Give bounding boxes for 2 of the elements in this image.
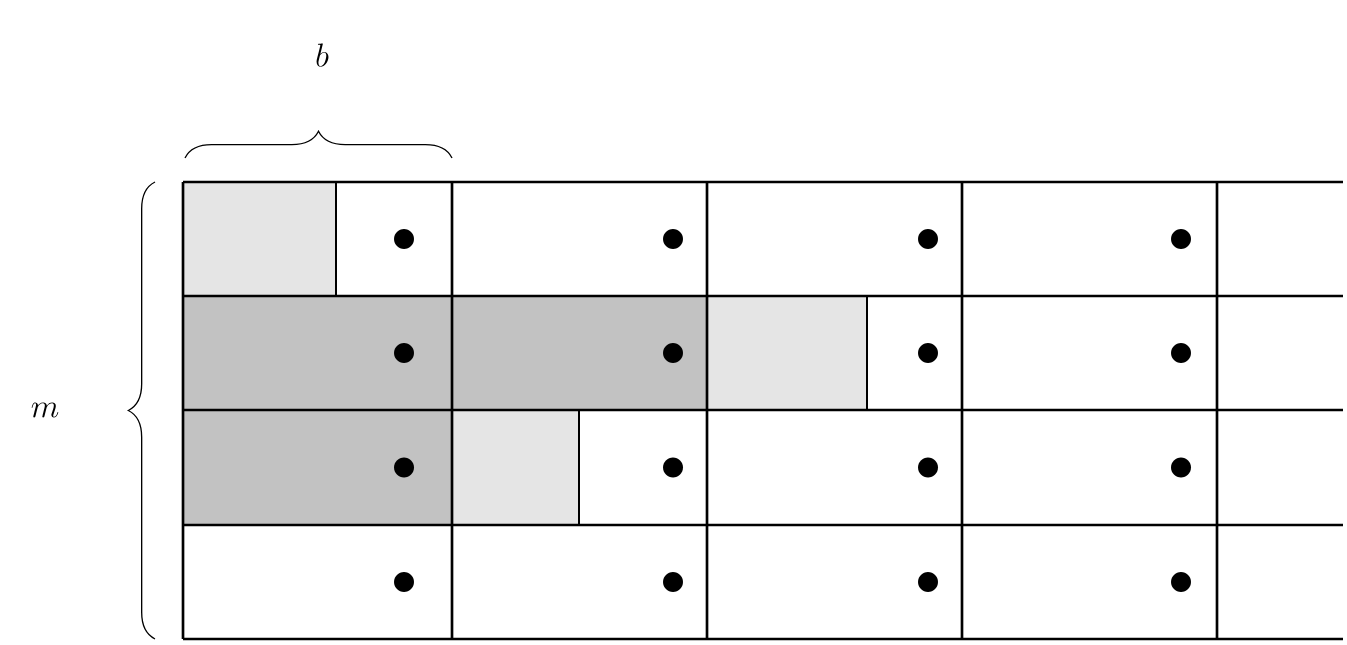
variable-label: $b$ xyxy=(316,43,329,67)
variable-label: $m$ xyxy=(31,402,59,418)
